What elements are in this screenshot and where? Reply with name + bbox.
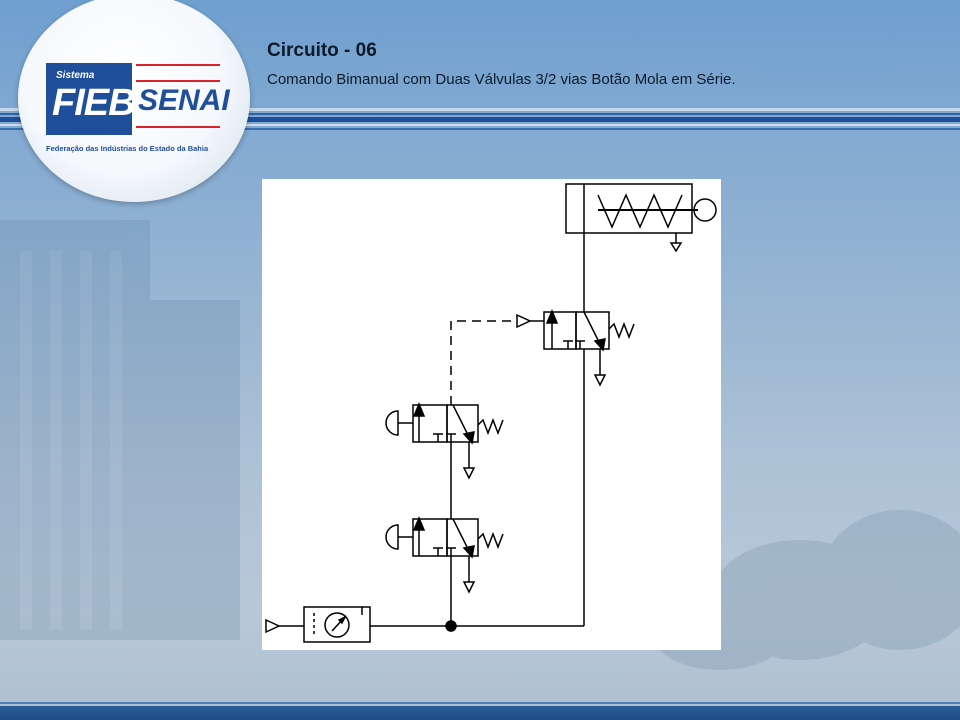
fieb-logo-box: [46, 63, 132, 135]
air-source-triangle: [265, 618, 281, 634]
upper-valve-arrow-up: [412, 402, 426, 417]
single-acting-cylinder: [565, 183, 717, 253]
pilot-valve-square-right: [575, 311, 610, 350]
lower-valve-spring: [477, 531, 504, 550]
upper-valve-arrow-down: [462, 431, 475, 445]
logo-red-line-top: [136, 64, 220, 66]
upper-valve-exhaust-icon: [462, 467, 476, 480]
slide-title: Circuito - 06: [267, 40, 377, 61]
slide-subtitle: Comando Bimanual com Duas Válvulas 3/2 v…: [267, 71, 736, 88]
pushbutton-valve-lower: [385, 516, 504, 594]
logo-fieb-text: FIEB: [52, 82, 136, 124]
lower-valve-square-right: [446, 518, 479, 557]
upper-valve-square-right: [446, 404, 479, 443]
pilot-signal-line: [450, 320, 517, 405]
header-stripes: [0, 108, 960, 136]
cylinder-spring: [597, 193, 683, 229]
pilot-valve-exhaust-icon: [593, 374, 607, 387]
pneumatic-circuit-diagram: [262, 179, 721, 650]
logo-federacao-text: Federação das Indústrias do Estado da Ba…: [46, 144, 209, 153]
cylinder-rod-end: [693, 198, 717, 222]
lower-valve-arrow-down: [462, 545, 475, 559]
pilot-valve-arrow-down: [593, 338, 606, 352]
cylinder-exhaust-icon: [669, 242, 683, 253]
air-service-unit: [265, 606, 371, 643]
pushbutton-valve-upper: [385, 402, 504, 480]
service-unit-body: [303, 606, 371, 643]
upper-valve-spring: [477, 417, 504, 436]
footer-bar: [0, 702, 960, 720]
logo-sistema-text: Sistema: [56, 70, 95, 81]
logo-senai-text: SENAI: [138, 84, 230, 117]
cylinder-body: [565, 183, 693, 234]
lower-pushbutton-icon[interactable]: [385, 524, 399, 550]
pilot-3-2-valve: [516, 309, 635, 387]
lower-valve-exhaust-icon: [462, 581, 476, 594]
logo-red-line-lower: [136, 126, 220, 128]
air-lines: [370, 233, 585, 632]
junction-dot: [445, 620, 457, 632]
pilot-valve-spring: [608, 321, 635, 340]
pilot-signal-triangle: [516, 313, 532, 329]
pilot-valve-arrow-up: [545, 309, 559, 324]
logo-red-line-upper: [136, 80, 220, 82]
fieb-senai-logo: Sistema FIEB SENAI Federação das Indústr…: [46, 58, 230, 154]
pressure-gauge-icon: [324, 612, 350, 638]
circuit-svg: [265, 183, 717, 643]
lower-valve-arrow-up: [412, 516, 426, 531]
upper-pushbutton-icon[interactable]: [385, 410, 399, 436]
